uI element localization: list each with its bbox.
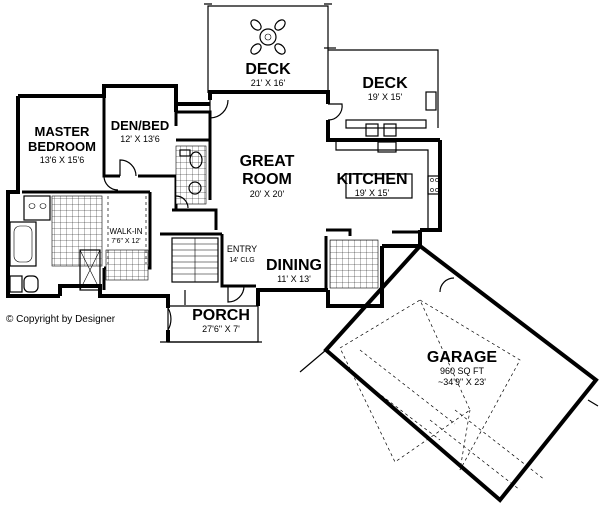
garage-size: ~34'9" X 23' [438,377,486,387]
master-name-2: BEDROOM [28,139,96,154]
patio-table-icon [250,19,286,55]
dining-size: 11' X 13' [277,274,311,284]
tiled-floors [51,145,379,289]
den-size: 12' X 13'6 [120,134,159,144]
porch-outline [160,305,262,343]
den-name: DEN/BED [111,118,170,133]
great-size: 20' X 20' [250,189,285,199]
porch-size: 27'6" X 7' [202,324,240,334]
stairs [171,237,219,305]
kitchen-size: 19' X 15' [355,188,390,198]
kitchen-name: KITCHEN [336,171,407,188]
copyright-notice: © Copyright by Designer [6,314,116,325]
great-name-1: GREAT [240,153,295,170]
deck-left-name: DECK [245,61,291,78]
room-labels: DECK 21' X 16' DECK 19' X 15' MASTER BED… [28,61,497,387]
dining-name: DINING [266,257,322,274]
porch-name: PORCH [192,307,250,324]
garage-outline [299,243,599,503]
deck-right-outline [324,47,439,128]
walkin-name: WALK-IN [109,227,142,236]
walkin-shelves [107,196,147,264]
entry-name: ENTRY [227,244,257,254]
master-bath-fixtures [9,195,101,293]
walkin-size: 7'6" X 12' [111,238,140,245]
master-name-1: MASTER [35,124,91,139]
garage-name: GARAGE [427,349,498,366]
great-name-2: ROOM [242,171,292,188]
powder-room-fixtures [179,149,203,195]
deck-right-size: 19' X 15' [368,92,403,102]
kitchen-counters [335,91,441,230]
garage-area: 960 SQ FT [440,366,485,376]
entry-size: 14' CLG [229,257,254,264]
deck-left-size: 21' X 16' [251,78,286,88]
deck-right-name: DECK [362,75,408,92]
master-size: 13'6 X 15'6 [40,155,84,165]
